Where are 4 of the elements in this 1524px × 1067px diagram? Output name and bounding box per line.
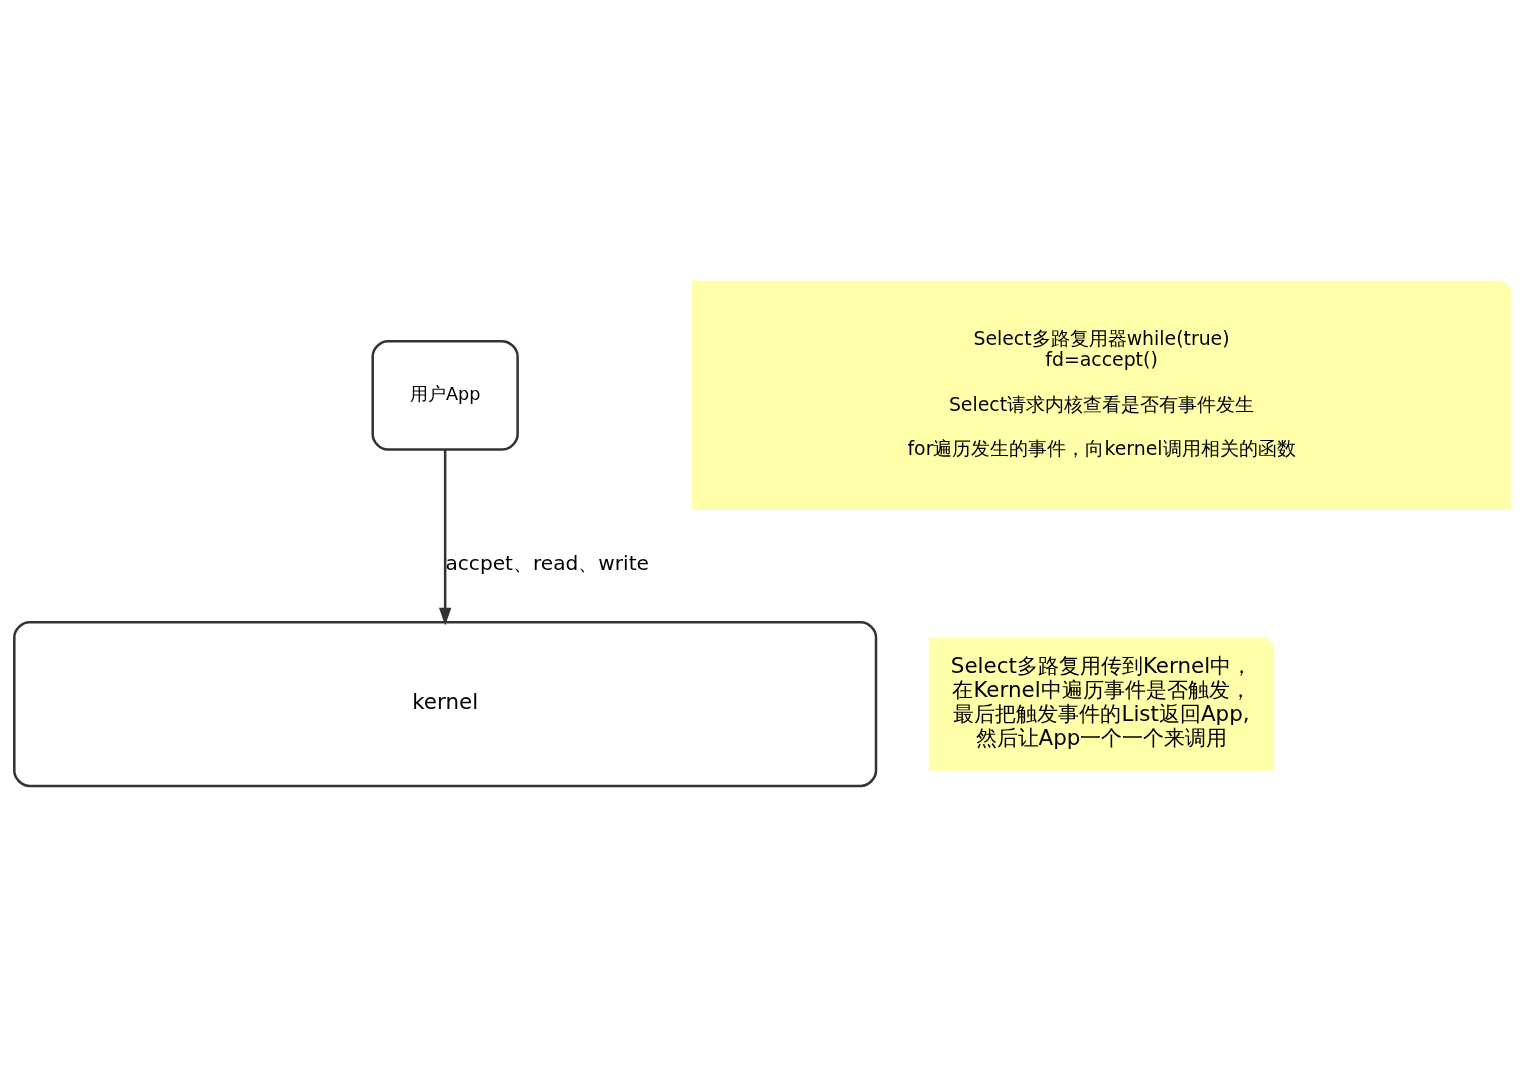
node-box: kernel xyxy=(13,620,878,787)
node-box: 用户App xyxy=(371,339,519,451)
arrow xyxy=(438,449,452,626)
edge-label: accpet、read、write xyxy=(445,550,649,575)
